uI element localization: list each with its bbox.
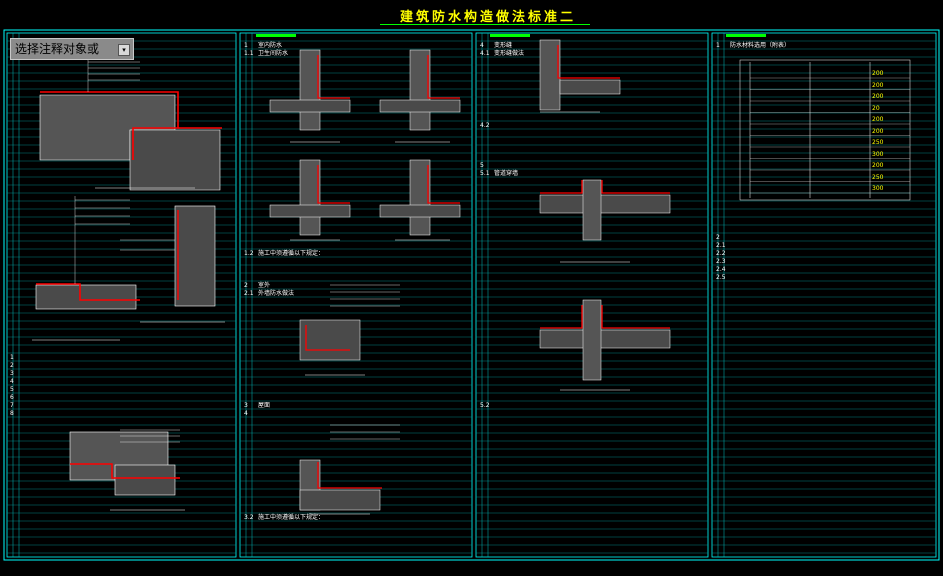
highlight-bars xyxy=(256,34,766,37)
col2-sec2-title: 室外 xyxy=(258,282,271,289)
table-value: 200 xyxy=(872,93,884,100)
margin-lines xyxy=(12,33,725,557)
col1-note-number: 2 xyxy=(10,362,14,369)
col2-sec3-title: 屋面 xyxy=(258,402,271,409)
col2-sec2-num: 2 xyxy=(244,282,248,289)
column-1-frame xyxy=(6,32,237,558)
col4-sec25-num: 2.5 xyxy=(716,274,726,281)
chevron-down-icon[interactable]: ▾ xyxy=(118,44,130,56)
detail-expansion-joint xyxy=(539,39,621,113)
column-3-frame xyxy=(475,32,709,558)
col4-sec1-title: 防水材料选用（附表） xyxy=(730,42,791,49)
col2-sec21-num: 2.1 xyxy=(244,290,254,297)
detail-exterior-wall xyxy=(299,284,400,376)
table-value: 200 xyxy=(872,162,884,169)
col3-sec42-num: 4.2 xyxy=(480,122,490,129)
table-value: 200 xyxy=(872,116,884,123)
drawing-title: 建筑防水构造做法标准二 xyxy=(399,10,576,25)
col2-sec11-num: 1.1 xyxy=(244,50,254,57)
col2-sec21-title: 外墙防水做法 xyxy=(258,290,295,297)
col4-sec21-num: 2.1 xyxy=(716,242,726,249)
detail-bathroom-c xyxy=(269,159,351,241)
col1-note-number: 6 xyxy=(10,394,14,401)
material-table xyxy=(739,59,911,201)
col4-sec24-num: 2.4 xyxy=(716,266,726,273)
col1-note-number: 7 xyxy=(10,402,14,409)
sheet-frame xyxy=(3,29,940,561)
col3-sec4-num: 4 xyxy=(480,42,484,49)
detail-bathroom-d xyxy=(379,159,461,241)
col3-sec41-title: 变形缝做法 xyxy=(494,50,525,57)
detail-wall-base xyxy=(32,196,225,341)
col4-sec22-num: 2.2 xyxy=(716,250,726,257)
table-value: 200 xyxy=(872,81,884,89)
col2-sec32-title: 施工中须遵循以下规定： xyxy=(258,514,325,521)
table-value: 300 xyxy=(872,150,884,158)
col2-sec1-title: 室内防水 xyxy=(258,42,283,49)
title-underline xyxy=(380,24,590,25)
prompt-text: 选择注释对象或 xyxy=(15,42,100,56)
col4-sec1-num: 1 xyxy=(716,42,720,49)
detail-column1-lower xyxy=(69,429,185,511)
table-value: 300 xyxy=(872,185,884,192)
col3-sec41-num: 4.1 xyxy=(480,50,490,57)
table-value: 200 xyxy=(872,70,884,77)
col1-note-number: 1 xyxy=(10,354,14,361)
col3-sec5-num: 5 xyxy=(480,162,484,169)
table-value: 250 xyxy=(872,139,884,146)
col4-sec23-num: 2.3 xyxy=(716,258,726,265)
col3-sec51-num: 5.1 xyxy=(480,170,490,177)
col2-sec32-num: 3.2 xyxy=(244,514,254,521)
detail-pipe-penetration-b xyxy=(539,299,671,391)
col1-note-number: 5 xyxy=(10,386,14,393)
col3-sec4-title: 变形缝 xyxy=(494,42,513,49)
col2-sec11-title: 卫生间防水 xyxy=(258,50,289,57)
material-table-rows xyxy=(750,77,910,194)
detail-bathroom-a xyxy=(269,49,351,143)
col3-sec51-title: 管道穿墙 xyxy=(494,170,519,177)
col4-sec2-num: 2 xyxy=(716,234,720,241)
column-4-frame xyxy=(711,32,937,558)
column-2-frame xyxy=(239,32,473,558)
detail-roof-edge xyxy=(299,424,400,515)
col2-sec1-num: 1 xyxy=(244,42,248,49)
table-value: 20 xyxy=(872,104,880,112)
table-value: 200 xyxy=(872,127,884,135)
detail-bathroom-b xyxy=(379,49,461,143)
col2-sec12-num: 1.2 xyxy=(244,250,254,257)
col2-sec12-title: 施工中须遵循以下规定： xyxy=(258,250,325,257)
annotation-select-prompt[interactable]: 选择注释对象或 ▾ xyxy=(10,38,134,60)
detail-floor-slab xyxy=(39,60,222,191)
col2-sec4-num: 4 xyxy=(244,410,248,417)
table-value: 250 xyxy=(872,173,884,181)
col1-note-number: 8 xyxy=(10,410,14,417)
col3-sec52-num: 5.2 xyxy=(480,402,490,409)
col1-note-number: 4 xyxy=(10,378,14,385)
col1-note-number: 3 xyxy=(10,370,14,377)
col2-sec3-num: 3 xyxy=(244,402,248,409)
detail-pipe-penetration-a xyxy=(539,179,671,263)
